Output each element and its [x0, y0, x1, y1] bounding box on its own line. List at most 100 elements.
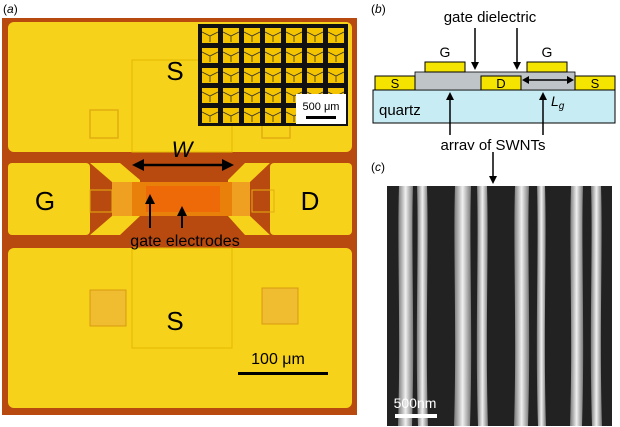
inset-cell [202, 68, 218, 83]
inset-cell [328, 28, 344, 43]
inset-cell-lead [243, 91, 261, 102]
inset-scale-bar [306, 116, 336, 119]
inset-cell-lead [222, 71, 240, 82]
gate-pad-label: G [35, 186, 55, 216]
inset-cell-lead [222, 91, 240, 102]
drain-pad-label: D [301, 186, 320, 216]
inset-cell-lead [285, 51, 303, 62]
inset-cell-lead [327, 31, 345, 42]
sem-scale-bar [395, 414, 437, 418]
left-gate-pad [8, 163, 90, 235]
scale-bar [238, 372, 328, 375]
gate-electrodes-label: gate electrodes [130, 233, 239, 250]
inset-cell-lead [243, 31, 261, 42]
inset-cell-lead [201, 91, 219, 102]
gate-right-electrode [526, 61, 568, 73]
inset-cell-lead [264, 91, 282, 102]
inset-cell-lead [222, 51, 240, 62]
source-left-electrode [374, 75, 416, 91]
inset-cell-lead [222, 31, 240, 42]
inset-cell-lead [201, 51, 219, 62]
inset-cell [202, 48, 218, 63]
sem-nanotube [454, 186, 472, 426]
inset-cell [244, 108, 260, 123]
panel-a-label: (a) [3, 2, 18, 16]
top-source-label: S [166, 56, 183, 86]
inset-cell [286, 68, 302, 83]
inset-cell-lead [264, 111, 282, 122]
inset-cell-lead [285, 71, 303, 82]
inset-cell [244, 48, 260, 63]
width-arrow-head-left [132, 159, 144, 171]
inset-cell [223, 68, 239, 83]
drain-label: D [496, 76, 505, 91]
central-frame-bottom [131, 247, 233, 349]
inset-cell-lead [306, 51, 324, 62]
panel-c-sem-image: 500nm [387, 152, 612, 426]
gate-left-electrode [424, 61, 466, 73]
inset-cell [307, 48, 323, 63]
width-arrow-head-right [222, 159, 234, 171]
inset-cell [328, 68, 344, 83]
inset-cell [244, 68, 260, 83]
quartz-label: quartz [379, 102, 421, 119]
inset-cell-lead [222, 111, 240, 122]
inset-cell-lead [201, 71, 219, 82]
source-right-label: S [591, 76, 600, 91]
swnt-pointer-arrow-head [489, 176, 497, 184]
swnt-arrow-left-head [446, 92, 454, 100]
drain-pad-marker [251, 189, 275, 213]
scale-bar-label: 100 μm [251, 351, 305, 368]
sem-nanotube [590, 186, 602, 426]
bottom-source-label: S [166, 306, 183, 336]
inset-cell-lead [306, 71, 324, 82]
sem-nanotube [536, 186, 546, 426]
alignment-pad-top-left [89, 109, 119, 139]
gate-dielectric-label: gate dielectric [444, 9, 537, 26]
inset-cell-lead [201, 111, 219, 122]
inset-cell [202, 28, 218, 43]
inset-cell [265, 108, 281, 123]
inset-cell [265, 28, 281, 43]
inset-cell-lead [264, 31, 282, 42]
sem-nanotube [416, 186, 428, 426]
electrode-arrow-right-head [177, 206, 187, 216]
drain-electrode [480, 75, 522, 91]
panel-b-schematic: gate dielectric quartz S D S G G Lg arra… [372, 9, 616, 150]
inset-cell [223, 88, 239, 103]
source-left-label: S [391, 76, 400, 91]
inset-cell-lead [264, 51, 282, 62]
inset-cell-lead [264, 71, 282, 82]
inset-cell-lead [306, 31, 324, 42]
inset-cell [328, 48, 344, 63]
width-label: W [172, 137, 195, 162]
source-right-electrode [574, 75, 616, 91]
gate-left-label: G [440, 44, 451, 60]
gate-pad-marker [89, 189, 113, 213]
inset-cell [244, 28, 260, 43]
inset-cell [265, 68, 281, 83]
inset-cell-lead [243, 51, 261, 62]
inset-cell [307, 68, 323, 83]
dielectric-arrow-left-head [471, 62, 479, 70]
channel-length-arrow-left-head [522, 76, 529, 84]
inset-scale-bar-label: 500 μm [303, 101, 340, 113]
panel-c-label: (c) [371, 160, 385, 174]
alignment-pad-bottom-right [261, 287, 299, 325]
swnt-arrow-right-head [539, 92, 547, 100]
sem-nanotube [570, 186, 584, 426]
inset-cell-lead [285, 31, 303, 42]
swnt-array-label: array of SWNTs [440, 137, 545, 150]
channel-length-arrow-right-head [567, 76, 574, 84]
inset-cell [202, 108, 218, 123]
sem-nanotube [398, 186, 414, 426]
channel-length-label: Lg [551, 93, 565, 112]
inset-cell [307, 28, 323, 43]
inset-cell-lead [243, 71, 261, 82]
inset-cell [286, 48, 302, 63]
sem-scale-bar-label: 500nm [394, 395, 437, 411]
inset-cell-lead [243, 111, 261, 122]
inset-cell [286, 28, 302, 43]
inset-cell [223, 48, 239, 63]
inset-cell [202, 88, 218, 103]
